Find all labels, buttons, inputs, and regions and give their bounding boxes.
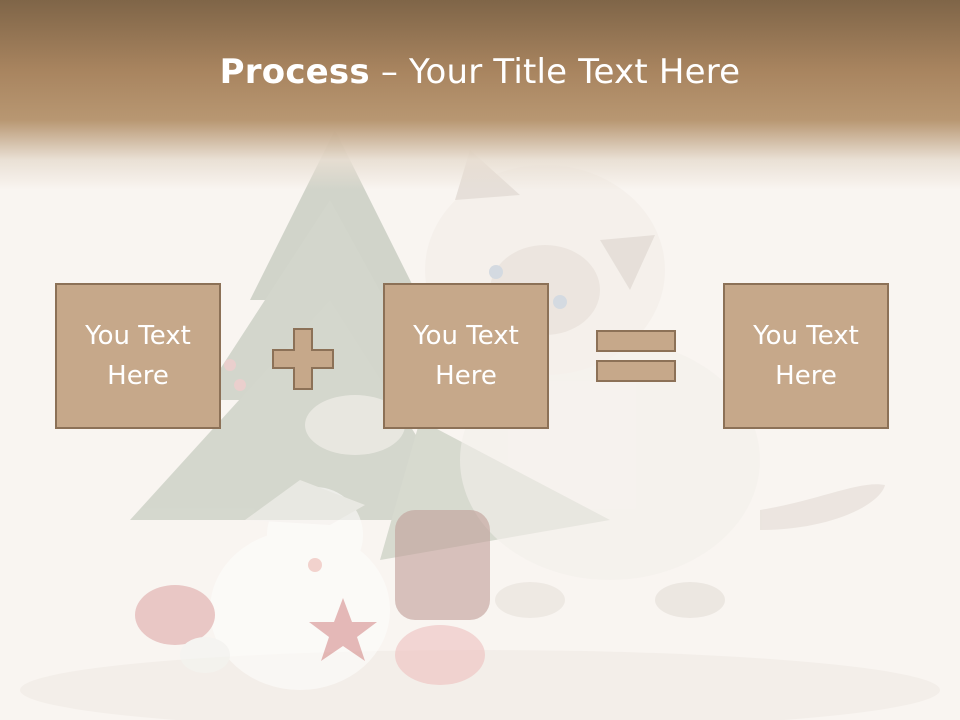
text-box-1[interactable]: You Text Here <box>55 283 221 429</box>
text-box-3[interactable]: You Text Here <box>723 283 889 429</box>
text-box-3-label: You Text Here <box>753 321 859 391</box>
text-box-2-label: You Text Here <box>413 321 519 391</box>
toys-shape <box>135 480 490 690</box>
plus-icon <box>272 328 334 390</box>
text-box-2[interactable]: You Text Here <box>383 283 549 429</box>
title-separator: – <box>369 52 410 92</box>
title-bold: Process <box>219 52 370 92</box>
text-box-1-label: You Text Here <box>85 321 191 391</box>
equals-icon <box>596 330 676 382</box>
slide-title: Process – Your Title Text Here <box>0 52 960 92</box>
title-bar <box>0 0 960 190</box>
title-rest: Your Title Text Here <box>409 52 741 92</box>
